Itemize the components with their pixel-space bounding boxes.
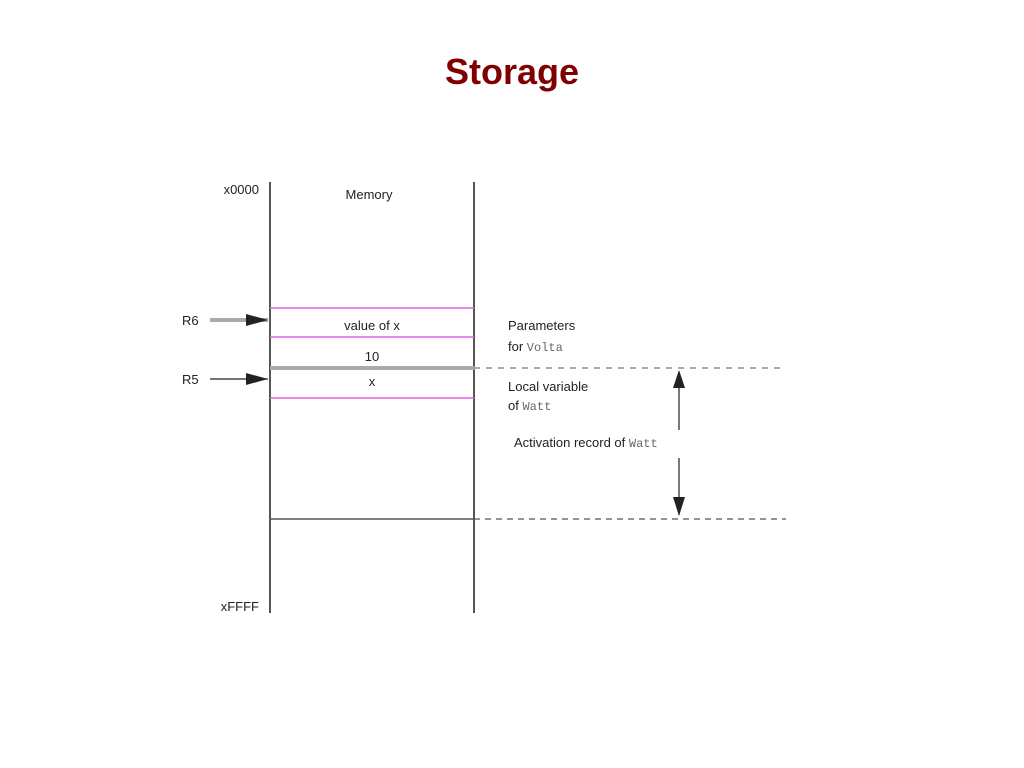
pointer-label-r5: R5 bbox=[182, 372, 199, 387]
pointer-arrowhead-r6 bbox=[246, 314, 268, 326]
address-bottom-label: xFFFF bbox=[221, 599, 259, 614]
local-variable-label-prefix: of bbox=[508, 398, 522, 413]
cell-label-ten: 10 bbox=[365, 349, 379, 364]
memory-label: Memory bbox=[346, 187, 393, 202]
address-top-label: x0000 bbox=[224, 182, 259, 197]
activation-record-code: Watt bbox=[629, 437, 658, 451]
activation-arrowhead-up bbox=[673, 370, 685, 388]
parameters-label-code: Volta bbox=[527, 341, 563, 355]
activation-record-prefix: Activation record of bbox=[514, 435, 629, 450]
local-variable-label-code: Watt bbox=[522, 400, 551, 414]
slide-title: Storage bbox=[444, 51, 580, 92]
pointer-label-r6: R6 bbox=[182, 313, 199, 328]
cell-label-x: x bbox=[369, 374, 376, 389]
parameters-label-prefix: for bbox=[508, 339, 527, 354]
cell-label-value-of-x: value of x bbox=[344, 318, 400, 333]
parameters-label-line2: for Volta bbox=[508, 339, 563, 355]
activation-arrowhead-down bbox=[673, 497, 685, 516]
local-variable-label-line1: Local variable bbox=[508, 379, 588, 394]
pointer-arrowhead-r5 bbox=[246, 373, 268, 385]
activation-record-label: Activation record of Watt bbox=[514, 435, 658, 451]
parameters-label-line1: Parameters bbox=[508, 318, 576, 333]
local-variable-label-line2: of Watt bbox=[508, 398, 551, 414]
